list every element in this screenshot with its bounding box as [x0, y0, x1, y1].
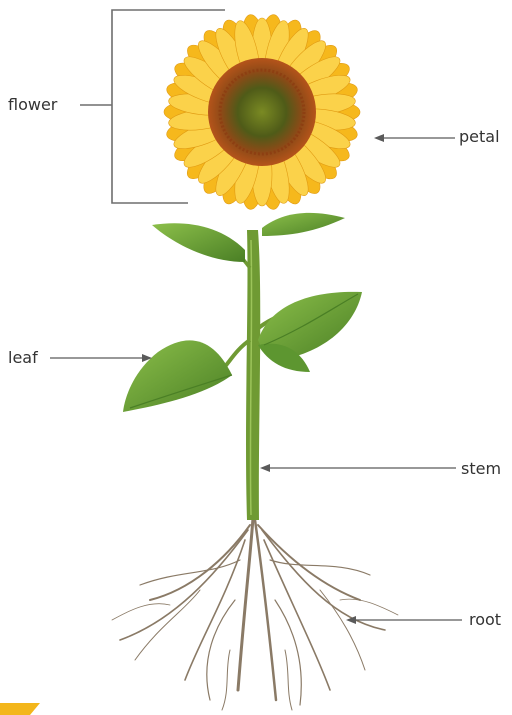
corner-accent — [0, 703, 40, 715]
leaf-arrow — [50, 354, 152, 362]
stem-label: stem — [461, 459, 501, 479]
stem-arrow — [260, 464, 456, 472]
flower-head — [164, 13, 360, 210]
leaf-upper-right — [262, 213, 345, 236]
flower-disk — [208, 58, 316, 166]
root-label: root — [469, 610, 501, 630]
petal-arrow — [374, 134, 455, 142]
leaf-upper-left — [152, 223, 245, 262]
root-system — [112, 518, 398, 710]
leaf-lower-left — [123, 340, 232, 412]
leaf-label: leaf — [8, 348, 38, 368]
flower-label: flower — [8, 95, 57, 115]
petal-label: petal — [459, 127, 500, 147]
leaves — [123, 213, 362, 412]
